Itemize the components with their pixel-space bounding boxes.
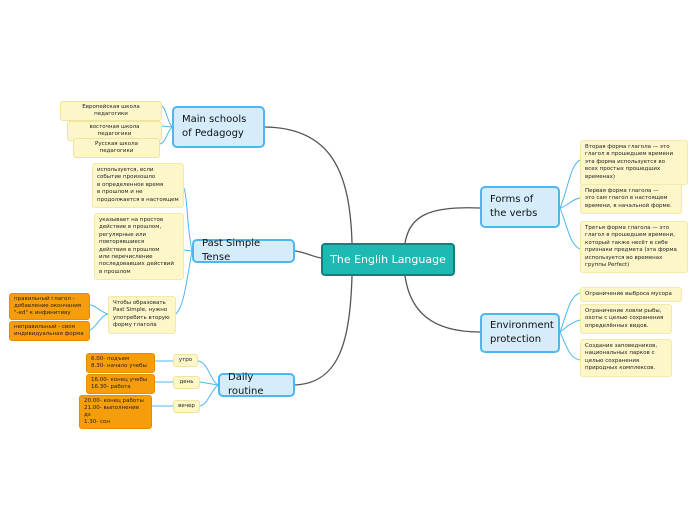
forms-item-3-label: Третья форма глагола — это глагол в прош… [585,225,677,269]
connector-ps-sub-1 [89,304,109,315]
period-day-label: день [179,379,194,385]
connector-ps-sub-2 [89,313,109,331]
period-morning[interactable]: утро [173,354,198,367]
school-item-3-label: Русская школа педагогики [95,141,138,154]
central-topic-label: The Englih Language [330,253,446,266]
branch-daily-routine-label: Daily routine [228,372,264,397]
period-evening[interactable]: вечер [173,400,200,413]
period-day-detail-label: 16.00- конец учебы 16.30- работа [91,377,148,390]
branch-past-simple[interactable]: Past Simple Tense [192,238,295,263]
past-simple-sub-2-label: неправильный - своя индивидуальная форма [14,324,84,337]
school-item-1-label: Европейская школа педагогики [82,104,140,117]
branch-forms-of-verbs-label: Forms of the verbs [490,194,538,219]
period-day[interactable]: день [173,376,200,389]
branch-environment[interactable]: Environment protection [480,313,560,353]
forms-item-1[interactable]: Вторая форма глагола — это глагол в прош… [580,140,688,186]
connector-fv-2 [559,197,581,209]
environment-item-2[interactable]: Ограничение ловли рыбы, охоты с целью со… [580,304,672,335]
environment-item-1-label: Ограничение выброса мусора [585,291,672,297]
period-evening-detail[interactable]: 20.00- конец работы 21.00- выполнение дз… [79,395,152,429]
forms-item-1-label: Вторая форма глагола — это глагол в прош… [585,144,674,180]
connector-dr-2 [199,381,219,386]
connector-fv-3 [559,207,581,250]
connector-env-1 [559,292,581,333]
past-simple-item-3-label: Чтобы образовать Past Simple, нужно упот… [113,300,170,329]
connector-ps-2 [183,249,193,252]
environment-item-3[interactable]: Создание заповедников, национальных парк… [580,339,672,377]
forms-item-3[interactable]: Третья форма глагола — это глагол в прош… [580,221,688,274]
past-simple-sub-2[interactable]: неправильный - своя индивидуальная форма [9,321,90,341]
branch-main-schools[interactable]: Main schools of Pedagogy [172,106,265,148]
connector-ps-1 [183,187,193,252]
environment-item-1[interactable]: Ограничение выброса мусора [580,287,682,303]
past-simple-item-3[interactable]: Чтобы образовать Past Simple, нужно упот… [108,296,176,334]
branch-forms-of-verbs[interactable]: Forms of the verbs [480,186,560,228]
school-item-3[interactable]: Русская школа педагогики [73,138,160,158]
connector-environment [404,275,481,333]
connector-forms-verbs [404,207,481,244]
past-simple-sub-1-label: правильный глагол - добавление окончания… [14,296,82,316]
branch-main-schools-label: Main schools of Pedagogy [182,114,247,139]
past-simple-item-1-label: используется, если событие произошло в о… [97,167,179,203]
branch-daily-routine[interactable]: Daily routine [218,372,295,397]
connector-ps-3 [175,250,193,315]
school-item-1[interactable]: Европейская школа педагогики [60,101,162,121]
connector-env-2 [559,319,581,333]
period-morning-detail[interactable]: 6.00- подъем 8.30- начало учебы [86,353,155,373]
environment-item-2-label: Ограничение ловли рыбы, охоты с целью со… [585,308,664,329]
connector-fv-1 [559,159,581,209]
connector-daily-routine [294,275,353,386]
period-morning-detail-label: 6.00- подъем 8.30- начало учебы [91,356,147,369]
connector-dr-1 [197,360,219,386]
period-day-detail[interactable]: 16.00- конец учебы 16.30- работа [86,374,155,394]
central-topic[interactable]: The Englih Language [321,243,455,276]
period-morning-label: утро [178,357,193,363]
connector-past-simple [294,250,322,259]
school-item-2-label: восточная школа педагогики [89,124,140,137]
past-simple-item-1[interactable]: используется, если событие произошло в о… [92,163,184,209]
environment-item-3-label: Создание заповедников, национальных парк… [585,343,658,372]
past-simple-item-2[interactable]: указывает на простое действие в прошлом,… [94,213,184,281]
period-evening-detail-label: 20.00- конец работы 21.00- выполнение дз… [84,398,144,425]
forms-item-2[interactable]: Первая форма глагола — это сам глагол в … [580,184,682,215]
period-evening-label: вечер [178,403,195,409]
past-simple-item-2-label: указывает на простое действие в прошлом,… [99,217,174,275]
connector-school-3 [159,126,173,145]
connector-dr-3 [199,384,219,407]
past-simple-sub-1[interactable]: правильный глагол - добавление окончания… [9,293,90,320]
connector-school-1 [161,105,173,128]
connector-main-schools [264,126,353,244]
connector-school-2 [161,125,173,128]
connector-env-3 [559,331,581,361]
branch-environment-label: Environment protection [490,320,554,345]
branch-past-simple-label: Past Simple Tense [202,238,261,263]
forms-item-2-label: Первая форма глагола — это сам глагол в … [585,188,672,209]
